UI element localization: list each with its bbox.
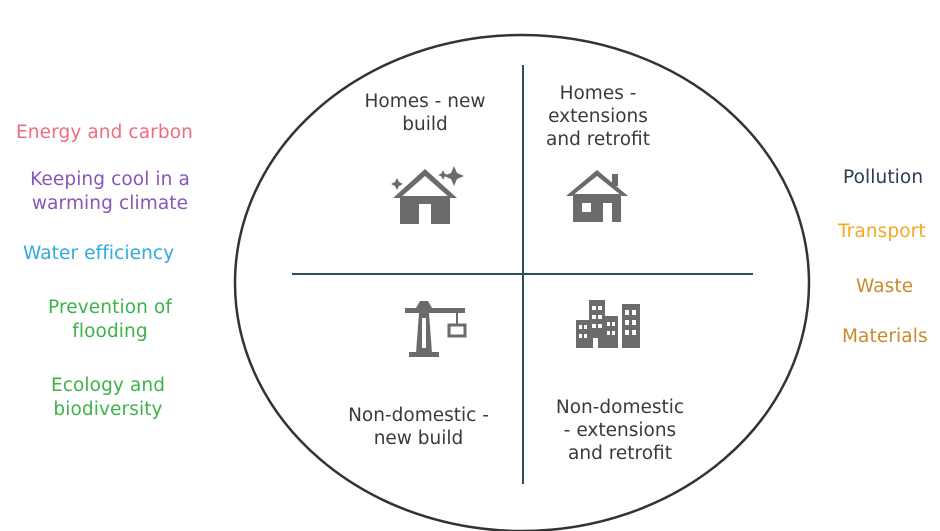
quadrant-label-non-domestic-extensions-retrofit: Non-domestic - extensions and retrofit — [555, 397, 685, 464]
theme-waste: Waste — [856, 276, 914, 297]
buildings-icon — [576, 300, 640, 348]
theme-materials: Materials — [842, 326, 928, 347]
quadrant-label-homes-new-build: Homes - new build — [364, 91, 486, 135]
theme-water-efficiency: Water efficiency — [23, 243, 175, 264]
house-icon — [566, 170, 628, 222]
quadrant-label-homes-extensions-retrofit: Homes - extensions and retrofit — [546, 83, 650, 150]
theme-prevention-of-flooding: Prevention of flooding — [48, 297, 172, 342]
theme-ecology-and-biodiversity: Ecology and biodiversity — [50, 375, 166, 420]
theme-keeping-cool: Keeping cool in a warming climate — [30, 169, 190, 214]
quadrant-label-non-domestic-new-build: Non-domestic - new build — [348, 405, 489, 449]
crane-icon — [405, 301, 467, 357]
theme-pollution: Pollution — [843, 167, 924, 188]
theme-transport: Transport — [838, 221, 926, 242]
quadrant-circle — [233, 33, 811, 531]
theme-energy-and-carbon: Energy and carbon — [16, 122, 193, 143]
house-sparkle-icon — [391, 166, 464, 224]
